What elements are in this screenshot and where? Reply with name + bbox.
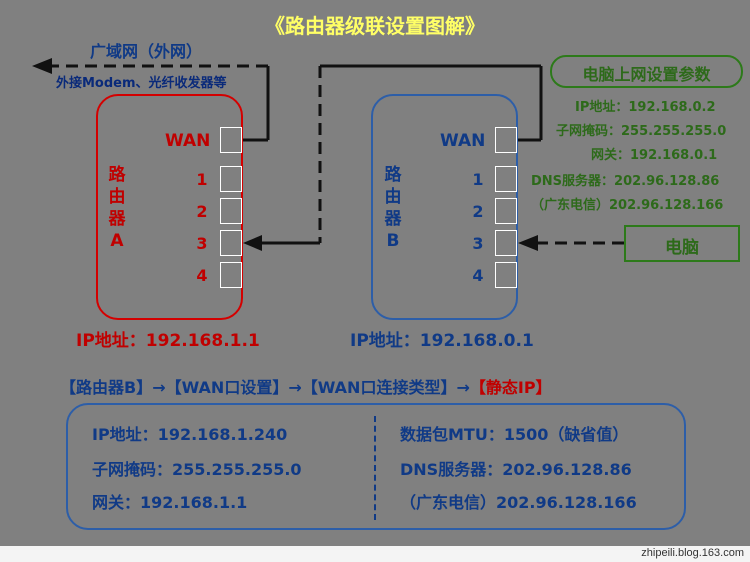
router-a-port-2-label: 2 <box>196 202 208 221</box>
path-arrow: → <box>456 378 470 397</box>
internet-arrowhead <box>32 58 52 74</box>
router-a-wan-port <box>220 127 242 153</box>
router-a-ip: IP地址：192.168.1.1 <box>76 331 260 351</box>
watermark: zhipeili.blog.163.com <box>641 547 744 559</box>
pc-settings-title-box <box>550 55 743 88</box>
wan-area-label: 广域网（外网） <box>90 42 203 61</box>
path-step-static-ip: 【静态IP】 <box>469 378 552 397</box>
router-b-box <box>371 94 518 320</box>
router-a-port-3 <box>220 230 242 256</box>
settings-path: 【路由器B】→【WAN口设置】→【WAN口连接类型】→【静态IP】 <box>60 374 552 398</box>
router-b-port-4 <box>495 262 517 288</box>
router-a-name: 路 由 器 A <box>108 165 126 251</box>
router-a-port-1-label: 1 <box>196 170 208 189</box>
router-a-port-4-label: 4 <box>196 266 208 285</box>
footer-bar: zhipeili.blog.163.com <box>0 546 750 562</box>
pc-settings-title: 电脑上网设置参数 <box>582 65 711 84</box>
router-b-ip: IP地址：192.168.0.1 <box>350 331 534 351</box>
path-arrow: → <box>288 378 302 397</box>
wan-ip: IP地址：192.168.1.240 <box>92 425 288 444</box>
wan-gateway: 网关：192.168.1.1 <box>92 493 248 512</box>
router-a-wan-label: WAN <box>165 131 211 151</box>
pc-dns-2: （广东电信）202.96.128.166 <box>531 198 724 213</box>
page-title: 《路由器级联设置图解》 <box>265 14 485 38</box>
router-b-wan-label: WAN <box>440 131 486 151</box>
pc-box <box>624 225 740 262</box>
pc-subnet: 子网掩码：255.255.255.0 <box>556 124 727 139</box>
router-b-port-1-label: 1 <box>472 170 484 189</box>
pc-ip: IP地址：192.168.0.2 <box>575 100 716 115</box>
router-b-port-4-label: 4 <box>472 266 484 285</box>
pc-gateway: 网关：192.168.0.1 <box>591 148 718 163</box>
router-b-port-1 <box>495 166 517 192</box>
router-a-port-2 <box>220 198 242 224</box>
router-a-port-1 <box>220 166 242 192</box>
router-b-name: 路 由 器 B <box>384 165 402 251</box>
wan-area-note: 外接Modem、光纤收发器等 <box>56 76 227 91</box>
router-b-wan-port <box>495 127 517 153</box>
pc-dns: DNS服务器：202.96.128.86 <box>531 174 720 189</box>
wan-mtu: 数据包MTU：1500（缺省值） <box>400 425 629 444</box>
router-a-port-4 <box>220 262 242 288</box>
path-step-wan-settings: 【WAN口设置】 <box>165 378 289 397</box>
panel-divider <box>374 416 376 520</box>
pc-label: 电脑 <box>665 238 699 258</box>
router-a-box <box>96 94 243 320</box>
pc-arrowhead <box>518 235 538 251</box>
wan-subnet: 子网掩码：255.255.255.0 <box>92 460 302 479</box>
wan-dns-2: （广东电信）202.96.128.166 <box>400 493 637 512</box>
router-b-port-3 <box>495 230 517 256</box>
path-arrow: → <box>152 378 166 397</box>
wan-dns: DNS服务器：202.96.128.86 <box>400 460 632 479</box>
cascade-arrowhead <box>243 235 262 251</box>
path-step-wan-type: 【WAN口连接类型】 <box>301 378 457 397</box>
router-b-port-2 <box>495 198 517 224</box>
router-b-port-2-label: 2 <box>472 202 484 221</box>
router-b-port-3-label: 3 <box>472 234 484 253</box>
path-step-router-b: 【路由器B】 <box>60 378 153 397</box>
wan-settings-panel <box>66 403 686 530</box>
router-a-port-3-label: 3 <box>196 234 208 253</box>
